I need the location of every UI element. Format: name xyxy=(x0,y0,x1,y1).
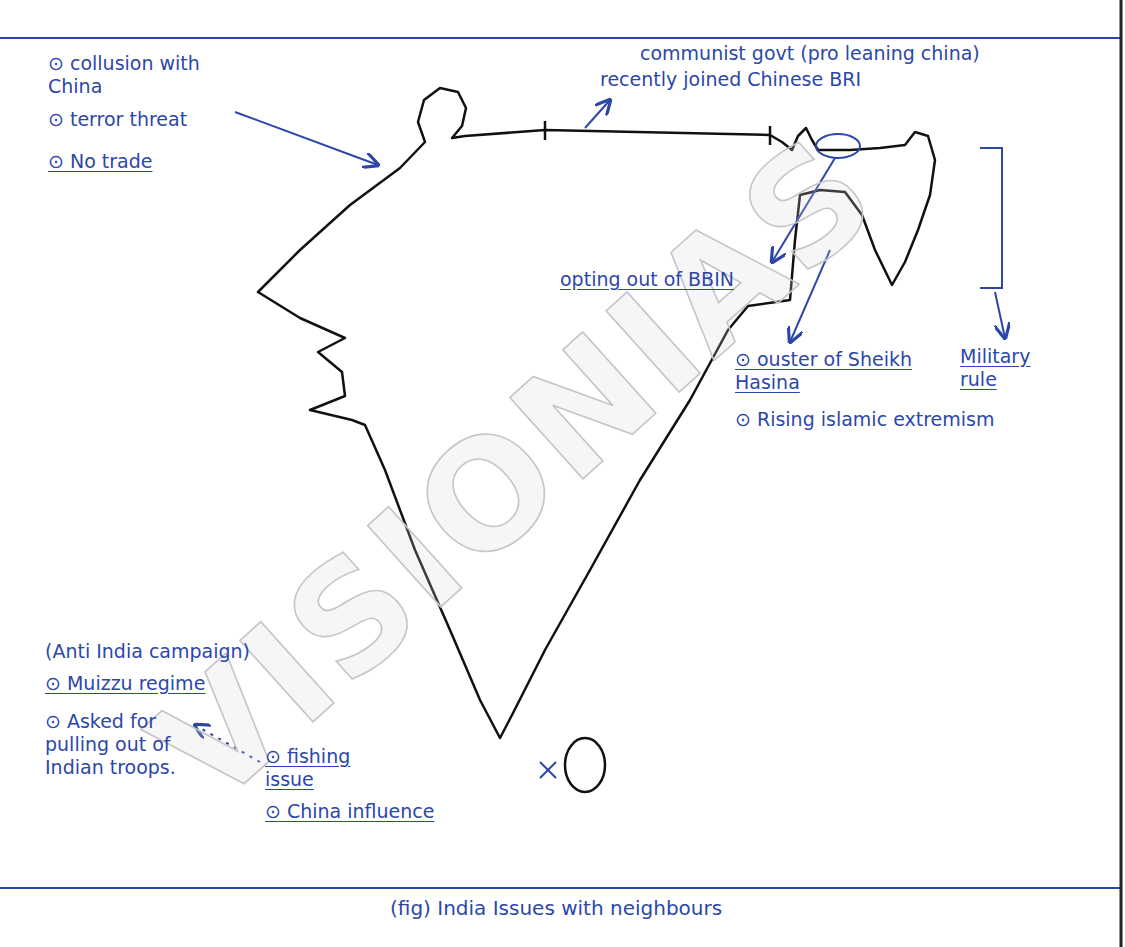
annotation-note: ⊙ Muizzu regime xyxy=(45,672,285,695)
leader-arrow xyxy=(995,292,1005,338)
annotation-note: opting out of BBIN xyxy=(560,268,775,291)
annotation-note: ⊙ terror threat xyxy=(48,108,248,131)
sri-lanka-outline xyxy=(565,738,605,792)
annotation-note: ⊙ Asked for pulling out of Indian troops… xyxy=(45,710,185,778)
annotation-note: communist govt (pro leaning china) xyxy=(640,42,1110,65)
nepal-tick xyxy=(544,121,547,140)
annotation-note: Military rule xyxy=(960,345,1070,391)
cross-mark xyxy=(540,762,556,778)
annotation-note: ⊙ collusion with China xyxy=(48,52,248,98)
figure-caption: (fig) India Issues with neighbours xyxy=(390,896,722,920)
leader-arrow xyxy=(585,100,610,128)
rule-line xyxy=(0,37,1121,39)
annotation-note: (Anti India campaign) xyxy=(45,640,285,663)
annotation-note: recently joined Chinese BRI xyxy=(600,68,940,91)
page-border xyxy=(1120,0,1123,947)
leader-arrow xyxy=(235,112,378,165)
cross-mark xyxy=(540,762,556,778)
annotation-note: ⊙ fishing issue xyxy=(265,745,380,791)
annotation-note: ⊙ China influence xyxy=(265,800,470,823)
myanmar-bracket xyxy=(980,148,1002,288)
watermark: VISIONIAS xyxy=(121,103,910,838)
annotation-note: ⊙ ouster of Sheikh Hasina xyxy=(735,348,925,394)
annotation-note: ⊙ No trade xyxy=(48,150,248,173)
annotation-note: ⊙ Rising islamic extremism xyxy=(735,408,1065,431)
rule-line xyxy=(0,887,1121,889)
